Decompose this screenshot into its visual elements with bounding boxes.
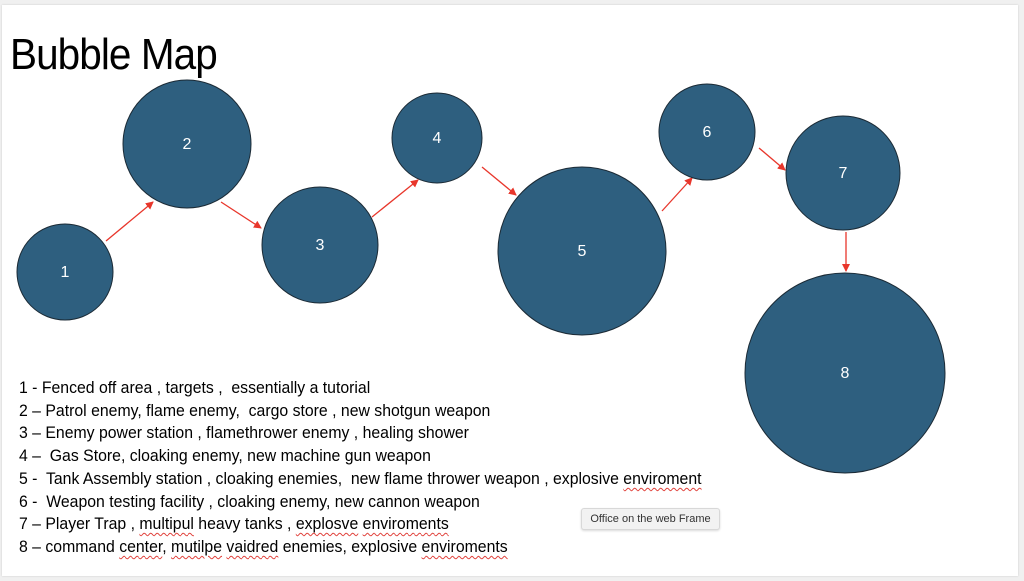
note-text: 6 - Weapon testing facility , cloaking e…	[19, 491, 480, 511]
tooltip: Office on the web Frame	[581, 508, 720, 530]
note-line: 7 – Player Trap , multipul heavy tanks ,…	[19, 513, 702, 536]
notes-list: 1 - Fenced off area , targets , essentia…	[19, 377, 753, 559]
note-line: 6 - Weapon testing facility , cloaking e…	[19, 491, 702, 514]
bubble-3[interactable]	[261, 186, 379, 304]
note-text: enemies, explosive	[278, 536, 422, 556]
bubble-4[interactable]	[391, 92, 483, 184]
bubble-label: 1	[61, 264, 70, 281]
note-line: 5 - Tank Assembly station , cloaking ene…	[19, 468, 702, 491]
misspelled-word: enviroments	[362, 514, 449, 534]
misspelled-word: multipul	[139, 514, 194, 534]
misspelled-word: enviroments	[421, 536, 508, 556]
arrow-connector	[661, 177, 693, 212]
bubble-label: 5	[578, 243, 587, 260]
arrow-connector	[220, 201, 262, 229]
note-text: 1 - Fenced off area , targets , essentia…	[19, 378, 371, 397]
arrow-connector	[105, 201, 154, 242]
bubble-6[interactable]	[658, 83, 756, 181]
note-text: heavy tanks ,	[193, 514, 296, 534]
bubble-8[interactable]	[744, 272, 946, 474]
bubble-label: 4	[433, 130, 442, 147]
arrow-connector	[371, 179, 419, 218]
note-text: 4 – Gas Store, cloaking enemy, new machi…	[19, 446, 431, 466]
arrow-connector	[481, 166, 517, 196]
bubble-label: 8	[841, 365, 850, 382]
arrow-connector	[758, 147, 786, 171]
bubble-1[interactable]	[16, 223, 114, 321]
bubble-label: 2	[183, 136, 192, 153]
note-text: 5 - Tank Assembly station , cloaking ene…	[19, 468, 624, 488]
misspelled-word: mutilpe	[171, 536, 223, 556]
note-line: 3 – Enemy power station , flamethrower e…	[19, 422, 702, 445]
misspelled-word: enviroment	[623, 468, 702, 488]
note-text: 2 – Patrol enemy, flame enemy, cargo sto…	[19, 400, 491, 420]
bubble-5[interactable]	[497, 166, 667, 336]
slide-title: Bubble Map	[10, 30, 218, 79]
misspelled-word: center	[119, 536, 163, 556]
note-line: 1 - Fenced off area , targets , essentia…	[19, 377, 702, 400]
bubble-label: 7	[839, 165, 848, 182]
bubble-label: 3	[316, 237, 325, 254]
note-text: ,	[162, 536, 172, 556]
note-line: 8 – command center, mutilpe vaidred enem…	[19, 536, 702, 559]
bubble-2[interactable]	[122, 79, 252, 209]
bubble-7[interactable]	[785, 115, 901, 231]
note-line: 4 – Gas Store, cloaking enemy, new machi…	[19, 445, 702, 468]
note-text: 8 – command	[19, 536, 120, 556]
misspelled-word: explosve	[295, 514, 359, 534]
note-line: 2 – Patrol enemy, flame enemy, cargo sto…	[19, 400, 702, 423]
misspelled-word: vaidred	[226, 536, 279, 556]
note-text: 7 – Player Trap ,	[19, 514, 140, 534]
bubble-label: 6	[703, 124, 712, 141]
note-text: 3 – Enemy power station , flamethrower e…	[19, 423, 469, 443]
